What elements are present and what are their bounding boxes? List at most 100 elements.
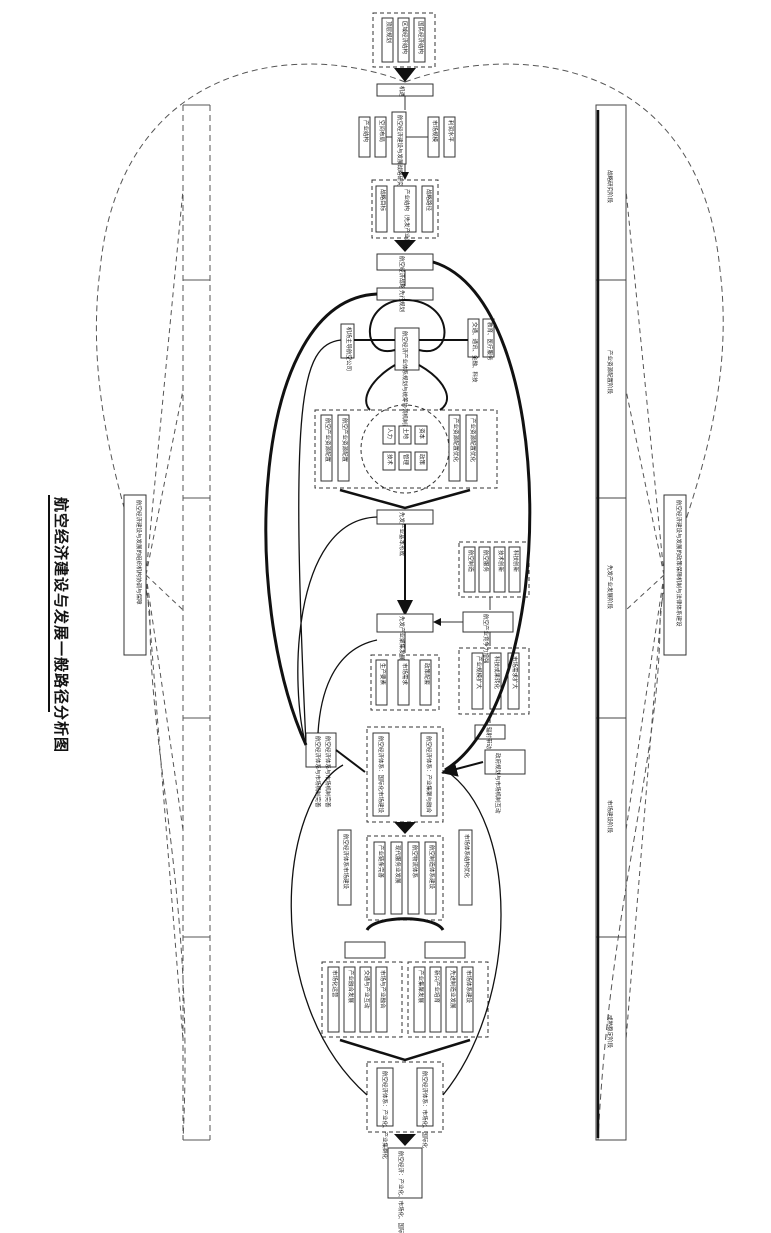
- arrow-head: [394, 240, 416, 252]
- svg-text:教育、医疗服务: 教育、医疗服务: [486, 322, 494, 361]
- bottom-bar: 航空经济：产业化、市场化、国际化: [387, 1147, 423, 1233]
- converge-arrow: [339, 488, 471, 510]
- svg-text:空间布局: 空间布局: [378, 120, 386, 142]
- connector: [386, 96, 428, 138]
- svg-text:生产要素: 生产要素: [379, 663, 387, 686]
- left-stage-column: [182, 104, 211, 1141]
- hub-loops: [354, 299, 468, 411]
- stage-label: 战略研究阶段: [606, 170, 614, 204]
- svg-text:航空产业资源配置: 航空产业资源配置: [341, 418, 349, 463]
- arrow-head: [394, 1134, 416, 1146]
- svg-text:航空制造体系建设: 航空制造体系建设: [428, 845, 436, 890]
- svg-text:机遇: 机遇: [398, 86, 406, 98]
- svg-text:交通与产业互动: 交通与产业互动: [363, 970, 371, 1009]
- svg-text:国民经济结构: 国民经济结构: [417, 21, 425, 55]
- right-stage-column: [595, 104, 627, 1141]
- svg-text:市场与产业融合: 市场与产业融合: [379, 970, 387, 1009]
- strategy-group: 战略目标 产业结构（先发产业） 战略路径: [371, 179, 439, 244]
- svg-text:产业集聚发展: 产业集聚发展: [417, 970, 425, 1004]
- right-branch-lines: [625, 189, 665, 1041]
- svg-text:管理: 管理: [402, 454, 410, 466]
- svg-text:航空服务: 航空服务: [482, 550, 490, 573]
- svg-text:资本: 资本: [418, 428, 426, 440]
- upper-pairs: 产业结构 空间布局 航空经济建设与发展战略研究 市场规模 利润水平: [358, 111, 456, 187]
- svg-text:政策配套: 政策配套: [423, 663, 431, 686]
- svg-text:先发产业基本形成: 先发产业基本形成: [398, 512, 406, 557]
- right-long-box: 航空经济建设与发展的政策保障机制与法律体系建设: [663, 494, 687, 656]
- svg-text:区域经济结构: 区域经济结构: [401, 21, 409, 55]
- stage-label: 先发产业发展阶段: [606, 565, 614, 610]
- thick-curve: [264, 292, 378, 746]
- arrow-head: [394, 822, 416, 834]
- right-group-1: 航空制造 航空服务 技术创新 科技创新: [458, 541, 530, 598]
- svg-text:航空经济体系：市场化、国际化: 航空经济体系：市场化、国际化: [421, 1071, 429, 1149]
- svg-text:航空经济体系：产业化、产业集群化: 航空经济体系：产业化、产业集群化: [381, 1071, 389, 1160]
- svg-text:先发产业聚集发展: 先发产业聚集发展: [398, 616, 406, 661]
- outer-dashed-envelope: [96, 63, 724, 1141]
- mid-right: 航空产业竞争力增强: [462, 611, 514, 664]
- svg-text:航空经济建设与发展战略研究: 航空经济建设与发展战略研究: [396, 115, 404, 187]
- svg-text:产业资源配置优化: 产业资源配置优化: [452, 418, 460, 463]
- bottom-left: 市场化运营 产业融合发展 交通与产业互动 市场与产业融合: [321, 961, 403, 1038]
- resource-block: 航空产业资源配置 航空产业资源配置 产业资源配置优化 产业资源配置优化 人力 土…: [314, 404, 498, 494]
- bottom-group: 航空经济体系：产业化、产业集群化 航空经济体系：市场化、国际化: [366, 1061, 444, 1160]
- stage-label: 成熟稳定阶段: [606, 1015, 614, 1049]
- svg-text:政府规划与市场机制互动: 政府规划与市场机制互动: [494, 753, 502, 814]
- connector: [365, 917, 445, 931]
- svg-text:航空经济产业体系规划与统筹协调机制建设: 航空经济产业体系规划与统筹协调机制建设: [401, 331, 409, 436]
- hub-node: 航空经济产业体系规划与统筹协调机制建设: [394, 327, 420, 436]
- svg-text:市场需求: 市场需求: [401, 663, 409, 686]
- svg-text:航空经济：产业化、市场化、国际化: 航空经济：产业化、市场化、国际化: [397, 1151, 405, 1233]
- svg-text:航空经济建设与发展的组织机构协调与保障: 航空经济建设与发展的组织机构协调与保障: [135, 500, 143, 605]
- converge-arrow: [339, 1038, 471, 1062]
- svg-text:战略目标: 战略目标: [379, 189, 387, 212]
- svg-text:航空经济战略规划: 航空经济战略规划: [398, 256, 406, 300]
- stage-labels: 战略研究阶段 产业资源配置阶段 先发产业发展阶段 市场建设阶段 成熟稳定阶段: [606, 170, 614, 1049]
- svg-text:航空经济体系：产业集聚与融合: 航空经济体系：产业集聚与融合: [425, 736, 433, 814]
- svg-text:机场主导航空公司: 机场主导航空公司: [345, 327, 353, 371]
- lower-left-side: 航空经济体系市场建设: [337, 829, 352, 906]
- connector: [335, 749, 484, 772]
- left-group-2: 生产要素 市场需求 政策配套: [370, 654, 440, 711]
- svg-text:产业结构（先发产业）: 产业结构（先发产业）: [403, 189, 411, 244]
- arrow-head: [394, 68, 416, 82]
- svg-text:航空产业资源配置: 航空产业资源配置: [324, 418, 332, 463]
- svg-text:产业融合发展: 产业融合发展: [347, 970, 355, 1004]
- svg-text:产业资源配置优化: 产业资源配置优化: [469, 418, 477, 463]
- svg-text:科技成果转化: 科技成果转化: [493, 656, 501, 690]
- svg-text:土地: 土地: [402, 428, 410, 440]
- support-left: 机场主导航空公司: [340, 323, 355, 371]
- support-right: 交通、通讯、金融、科技 教育、医疗服务: [467, 318, 495, 383]
- svg-text:市场体系建设: 市场体系建设: [465, 970, 473, 1004]
- svg-text:先进制造业发展: 先进制造业发展: [449, 970, 457, 1009]
- svg-text:市场规模: 市场规模: [431, 120, 439, 143]
- svg-text:顶层规划: 顶层规划: [385, 21, 393, 43]
- svg-text:产业结构: 产业结构: [362, 120, 370, 143]
- svg-text:交通、通讯、金融、科技: 交通、通讯、金融、科技: [471, 322, 479, 383]
- svg-text:市场需求扩大: 市场需求扩大: [511, 656, 519, 690]
- svg-text:航空制造: 航空制造: [467, 550, 475, 573]
- top-group: 顶层规划 区域经济结构 国民经济结构: [372, 12, 436, 68]
- svg-text:航空经济建设与发展一般路径分析图: 航空经济建设与发展一般路径分析图: [52, 497, 70, 753]
- svg-text:技术: 技术: [386, 454, 394, 466]
- right-group-2: 产业规模扩大 科技成果转化 市场需求扩大: [458, 647, 530, 715]
- svg-text:现代服务业发展: 现代服务业发展: [394, 845, 402, 884]
- top-bar: 机遇: [376, 83, 434, 98]
- svg-text:市场化运营: 市场化运营: [331, 970, 339, 998]
- big-middle: 航空经济体系：国际化市场建设 航空经济体系：产业集聚与融合: [366, 726, 444, 823]
- side-left: 航空经济体系与市场机制完善 航空经济体系与市场机制完善: [305, 732, 337, 808]
- diagram-title: 航空经济建设与发展一般路径分析图: [48, 495, 70, 753]
- svg-text:航空经济体系市场建设: 航空经济体系市场建设: [342, 834, 350, 890]
- svg-text:航空物流体系: 航空物流体系: [411, 845, 419, 879]
- left-long-box: 航空经济建设与发展的组织机构协调与保障: [123, 494, 147, 656]
- svg-text:技术创新: 技术创新: [497, 550, 505, 573]
- svg-text:政策: 政策: [418, 454, 426, 466]
- center-group: 产业链条完善 现代服务业发展 航空物流体系 航空制造体系建设: [366, 835, 444, 921]
- svg-text:产业规模扩大: 产业规模扩大: [475, 656, 483, 690]
- svg-text:航空经济体系与市场机制完善: 航空经济体系与市场机制完善: [324, 736, 332, 808]
- svg-text:人力: 人力: [386, 428, 394, 439]
- bottom-mid-bars: [344, 941, 466, 959]
- svg-text:航空经济体系与市场机制完善: 航空经济体系与市场机制完善: [314, 736, 322, 808]
- svg-text:辐射带动: 辐射带动: [485, 727, 493, 750]
